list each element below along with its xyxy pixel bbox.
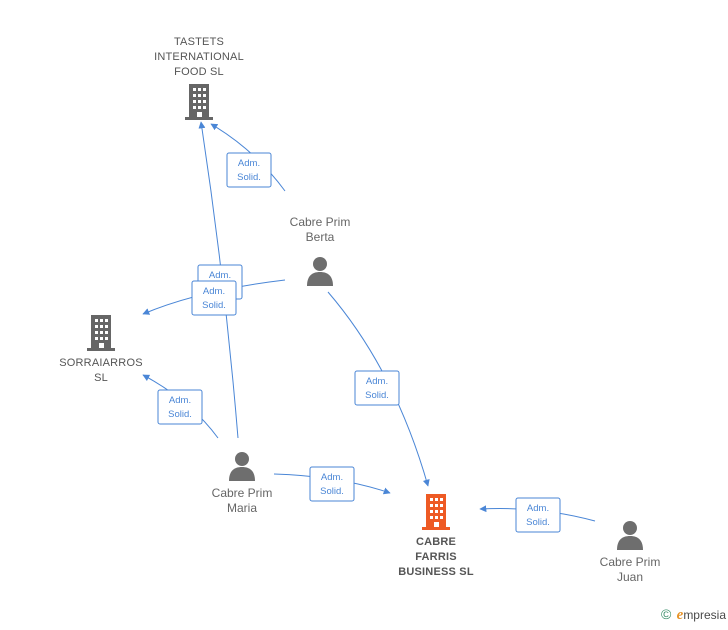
edges — [142, 121, 596, 522]
node-tastets[interactable]: TASTETS INTERNATIONAL FOOD SL — [154, 36, 244, 120]
edge-label-text: Solid. — [202, 300, 226, 311]
brand-logo: © empresia — [661, 606, 726, 624]
edge-label-box — [309, 466, 355, 502]
node-sorraiarros[interactable]: SORRAIARROS SL — [59, 315, 143, 384]
person-icon — [617, 521, 643, 550]
node-label-line: CABRE — [416, 536, 456, 548]
node-label-line: Berta — [306, 230, 335, 244]
edge-label-text: Solid. — [320, 486, 344, 497]
edge-label-berta-to-sorraiarros[interactable]: Adm. Solid. — [191, 280, 237, 316]
node-label-line: BUSINESS SL — [398, 566, 474, 578]
edge-label-maria-to-sorraiarros[interactable]: Adm. Solid. — [157, 389, 203, 425]
edge-label-text: Solid. — [365, 390, 389, 401]
edge-label-text: Adm. — [209, 270, 231, 281]
edge-label-box — [226, 152, 272, 188]
building-icon — [185, 84, 213, 120]
edge-label-text: Adm. — [169, 395, 191, 406]
edge-label-text: Adm. — [527, 503, 549, 514]
node-label-line: Cabre Prim — [600, 555, 661, 569]
edge-label-text: Adm. — [238, 158, 260, 169]
edge-labels: Adm. Solid. Adm. Solid. Adm. Solid. Adm. Solid.… — [157, 152, 561, 533]
edge-label-box — [157, 389, 203, 425]
node-label-line: TASTETS — [174, 36, 224, 48]
node-label-line: FOOD SL — [174, 66, 224, 78]
brand-initial: e — [676, 607, 684, 623]
edge-label-text: Solid. — [237, 172, 261, 183]
person-icon — [307, 257, 333, 286]
edge-label-box — [191, 280, 237, 316]
edge-label-berta-to-cabre_farris[interactable]: Adm. Solid. — [354, 370, 400, 406]
edge-label-box — [354, 370, 400, 406]
nodes: TASTETS INTERNATIONAL FOOD SL SORRAIARROS SL… — [59, 36, 660, 584]
node-label-line: SL — [94, 372, 108, 384]
node-label-line: Cabre Prim — [212, 486, 273, 500]
brand-name: mpresia — [683, 608, 726, 622]
person-icon — [229, 452, 255, 481]
edge-label-berta-to-tastets[interactable]: Adm. Solid. — [226, 152, 272, 188]
edge-label-text: Adm. — [203, 286, 225, 297]
building-icon — [87, 315, 115, 351]
edge-label-text: Adm. — [366, 376, 388, 387]
node-label-line: INTERNATIONAL — [154, 51, 244, 63]
copyright-mark: © — [660, 606, 672, 622]
node-label-line: FARRIS — [415, 551, 457, 563]
node-cabre_farris[interactable]: CABRE FARRIS BUSINESS SL — [398, 494, 474, 578]
edge-label-box — [515, 497, 561, 533]
node-label-line: Maria — [227, 501, 257, 515]
edge-label-text: Solid. — [526, 517, 550, 528]
node-label-line: SORRAIARROS — [59, 357, 143, 369]
edge-label-text: Solid. — [168, 409, 192, 420]
edge-label-text: Adm. — [321, 472, 343, 483]
edge-label-maria-to-cabre_farris[interactable]: Adm. Solid. — [309, 466, 355, 502]
building-icon — [422, 494, 450, 530]
edge-label-juan-to-cabre_farris[interactable]: Adm. Solid. — [515, 497, 561, 533]
node-label-line: Cabre Prim — [290, 215, 351, 229]
node-label-line: Juan — [617, 570, 643, 584]
